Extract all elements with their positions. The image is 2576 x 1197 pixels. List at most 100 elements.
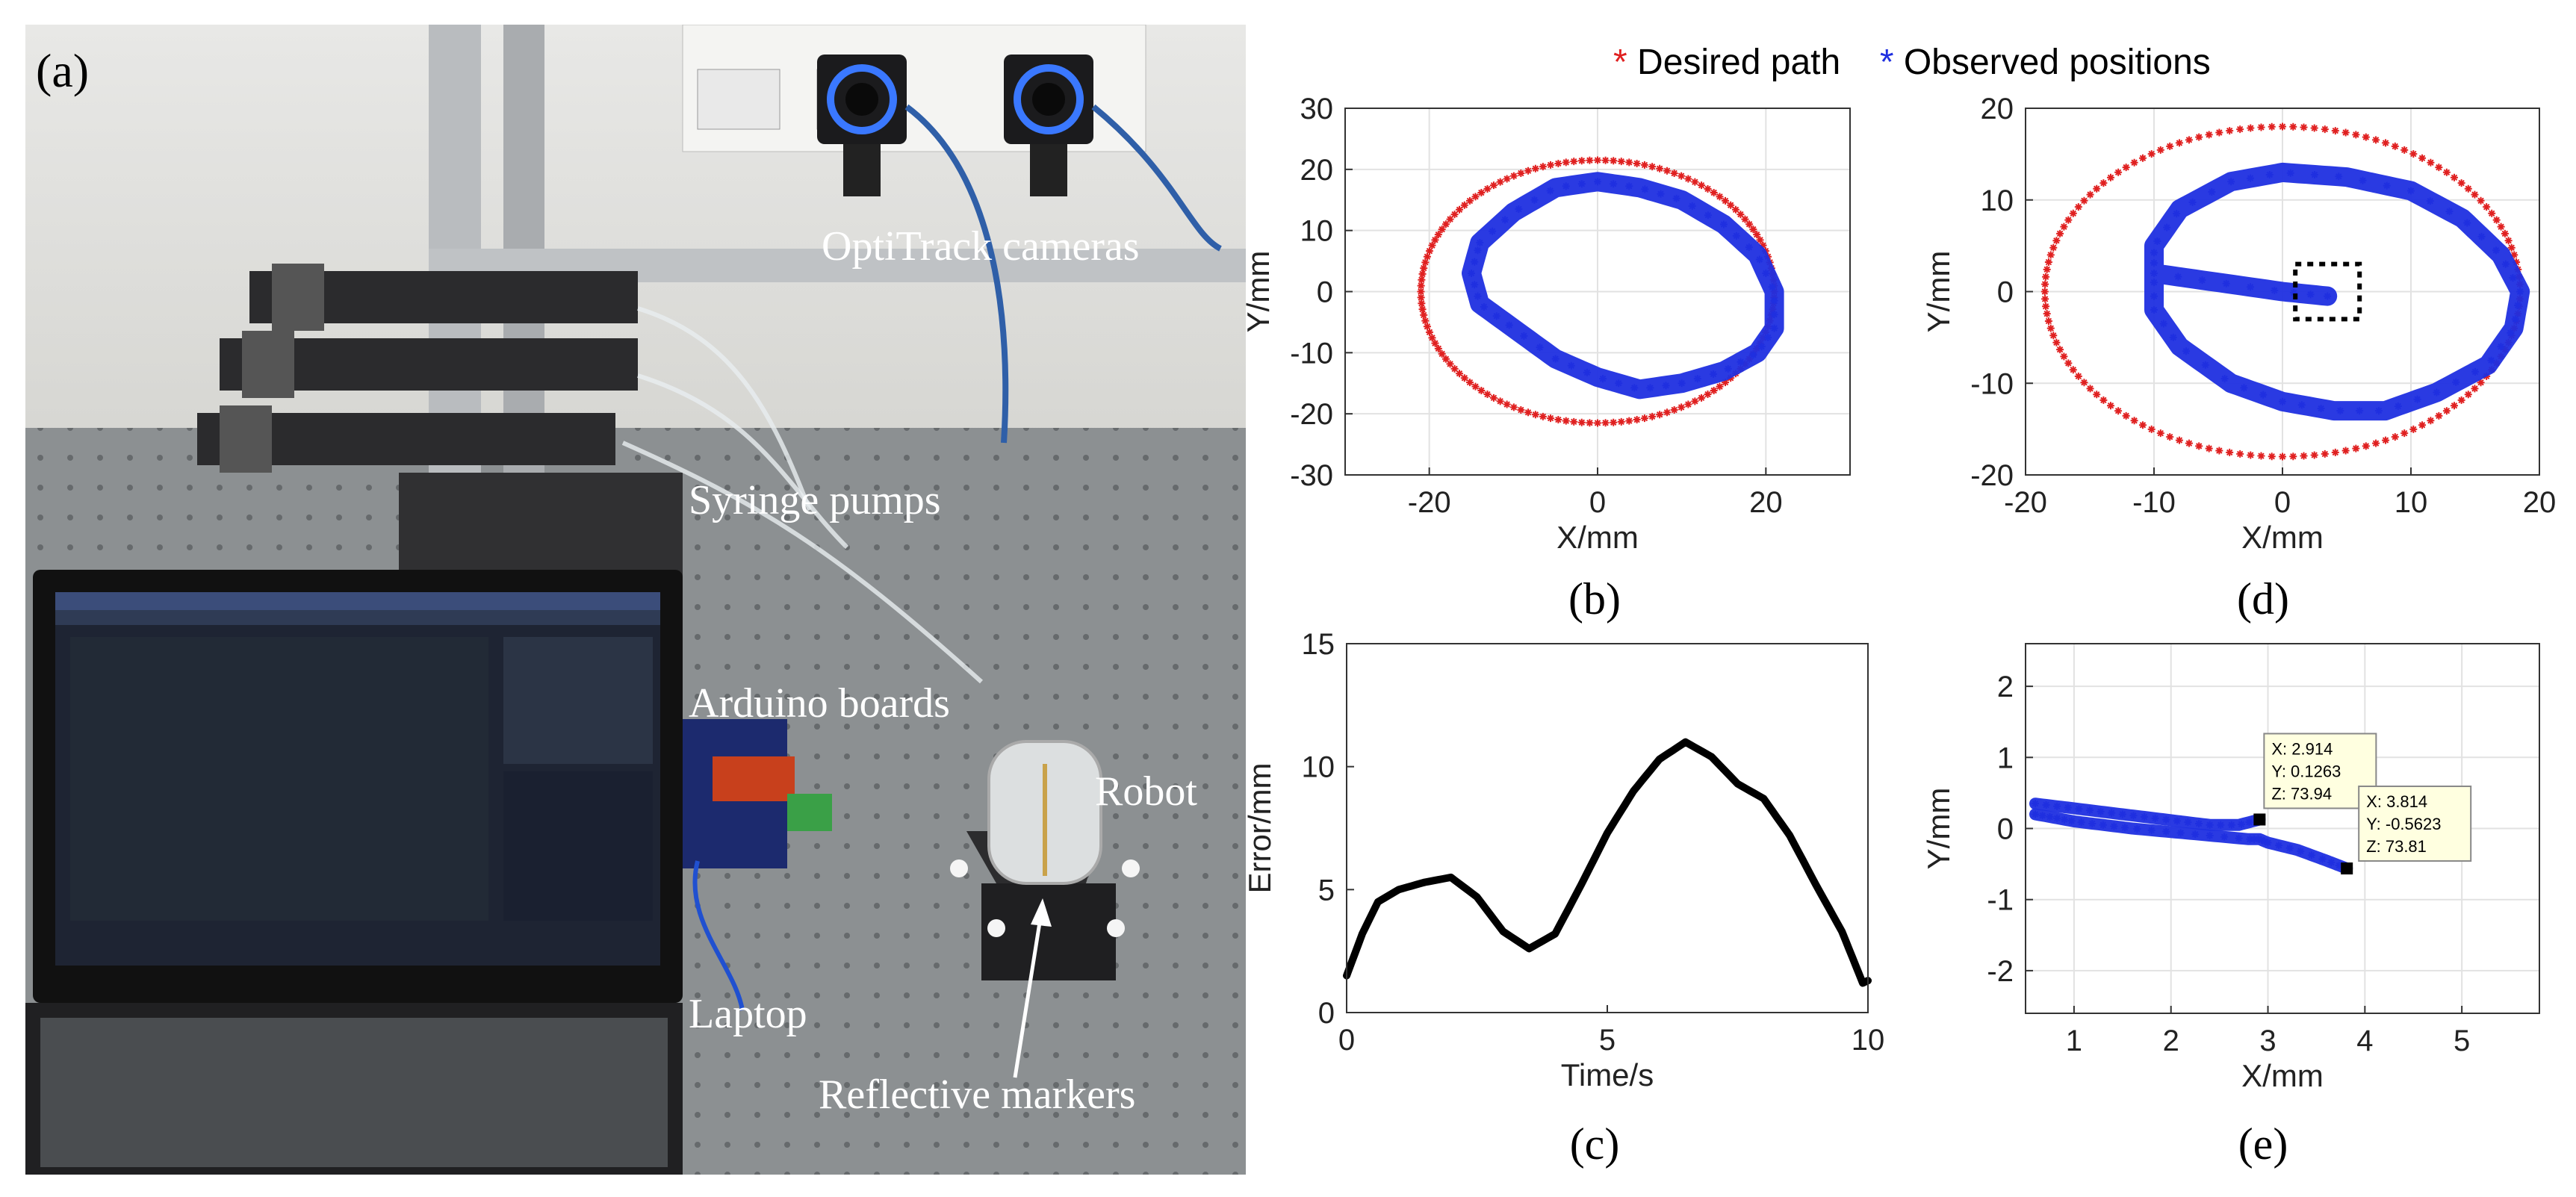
data-point [2400,429,2409,438]
y-tick-label: -20 [1970,459,2014,492]
marker-icon [1122,859,1140,877]
data-point [2321,125,2329,134]
data-point [1417,287,1425,296]
data-point [2107,173,2115,181]
x-tick-label: 0 [1589,486,1606,519]
data-point [2176,829,2185,837]
data-point [1496,178,1504,186]
data-point [1704,211,1712,220]
data-point [2257,123,2265,131]
data-point [2046,324,2055,332]
data-point [1505,321,1513,329]
data-point [1716,382,1724,391]
data-point [2038,812,2046,820]
data-point [2362,133,2370,141]
data-point [2122,164,2130,172]
data-point [1768,283,1776,291]
y-tick-label: 30 [1300,93,1334,125]
data-point [1460,201,1468,209]
y-tick-label: -10 [1290,337,1333,370]
panel-label-d: (d) [2237,574,2289,624]
data-point [1594,178,1601,186]
data-point [2114,407,2123,415]
x-tick-label: -20 [1408,486,1451,519]
data-point [1520,332,1528,340]
data-point [2046,251,2055,259]
data-point [2504,237,2513,245]
data-point [2289,453,2297,461]
data-point [2311,170,2318,178]
data-point [2195,819,2203,827]
data-point [2516,287,2524,296]
data-point [2383,181,2391,190]
data-point [1745,220,1754,228]
data-point [1764,333,1772,341]
data-point [2492,246,2500,255]
data-point [1562,182,1570,190]
data-point [1648,412,1657,420]
data-point [1670,169,1678,177]
data-point [2056,229,2064,237]
data-point [1474,894,1480,901]
data-point [2275,842,2283,850]
data-point [2049,332,2058,340]
data-point [1570,158,1578,166]
y-axis-label-c: Error/mm [1242,763,1277,894]
panel-label-b: (b) [1568,574,1621,624]
data-point [1716,193,1724,201]
data-point [2445,208,2454,216]
data-point [1450,211,1459,219]
datatip-text: X: 2.914 [2271,739,2333,758]
data-point [1428,334,1436,342]
data-point [2418,421,2427,429]
data-point [2086,385,2094,393]
data-point [2215,447,2223,455]
data-point [1489,227,1497,235]
data-point [2442,407,2451,415]
data-point [1787,832,1793,839]
data-point [1688,202,1696,210]
data-point [2156,146,2164,154]
x-tick-label: 0 [2274,486,2291,519]
data-point [2250,835,2258,843]
data-point [1395,886,1402,893]
data-point [2166,433,2174,441]
y-tick-label: -2 [1987,955,2014,988]
data-point [2130,417,2138,425]
data-point [2188,198,2197,206]
data-point [2245,818,2253,827]
data-point [1617,417,1625,426]
data-point [2335,862,2343,870]
data-point [1524,167,1533,175]
data-point [2501,260,2510,268]
data-point [2169,333,2177,341]
data-point [1450,364,1459,373]
data-point [2122,411,2130,420]
y-axis-label-b: Y/mm [1241,251,1276,333]
datatip-text: Z: 73.81 [2366,837,2427,856]
data-point [1489,394,1498,402]
data-point [1577,180,1586,188]
data-point [2258,836,2266,844]
x-tick-label: -10 [2132,486,2176,519]
data-point [1648,163,1657,171]
marker-icon [987,919,1005,937]
data-point [2452,378,2460,386]
data-point [1677,172,1686,180]
data-point [1710,386,1718,394]
data-point [2226,127,2234,135]
data-point [1531,164,1539,172]
x-axis-label-e: X/mm [2241,1058,2324,1093]
data-point [1431,339,1439,347]
data-point [2359,176,2367,184]
data-point [1722,196,1730,205]
x-tick-label: 10 [1852,1024,1885,1057]
data-point [2222,279,2230,287]
data-point [1770,311,1778,319]
data-point [1496,397,1504,405]
data-point [1456,370,1464,378]
data-point [1438,349,1446,358]
data-point [1693,375,1701,383]
data-point [2206,832,2214,840]
data-point [1562,417,1570,425]
